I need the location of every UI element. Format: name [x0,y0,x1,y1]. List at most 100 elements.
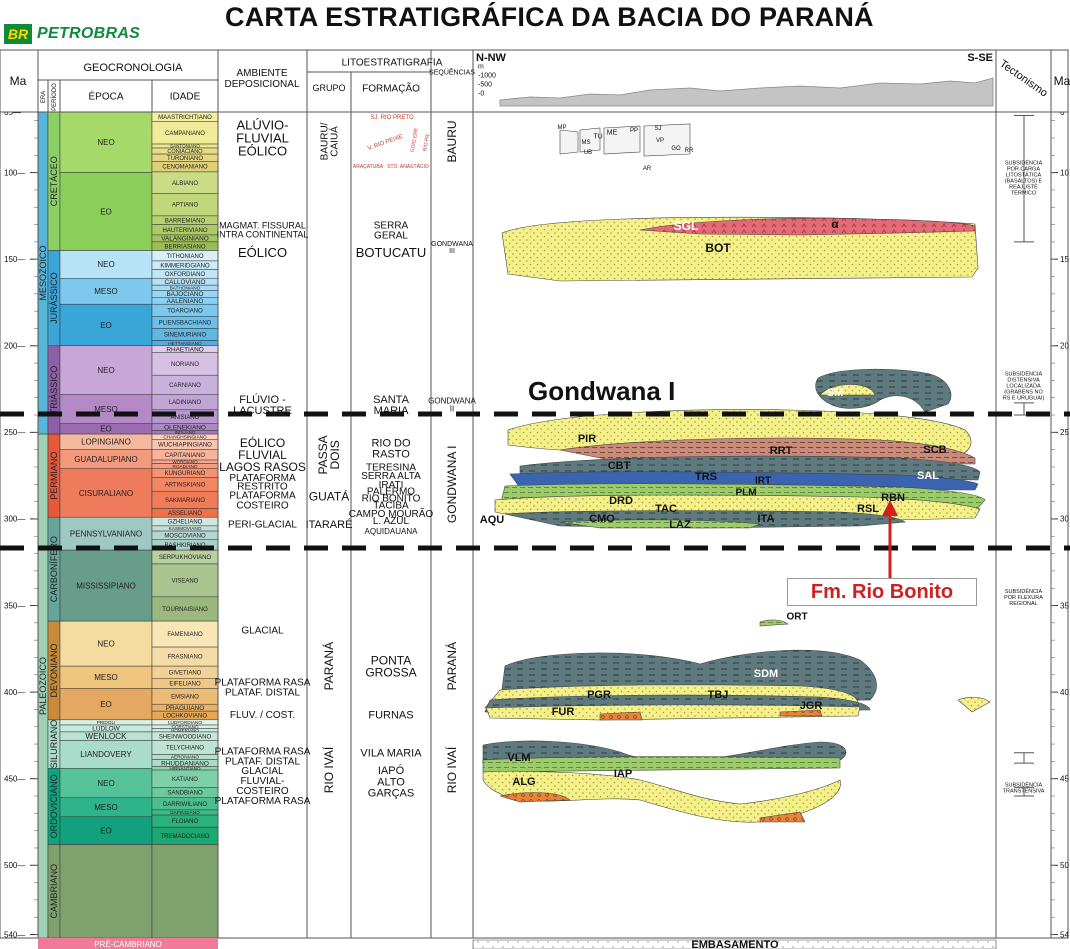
text-line: BAURU [445,120,459,162]
bauru-formation: RIO PR. [422,132,431,151]
text-line: II [450,404,454,413]
formacao-label: IAPÓ [378,764,405,777]
text-line: DEVONIANO [49,643,59,697]
age-band-label: FAMENIANO [167,632,203,638]
age-band-label: BASHKIRIANO [164,543,205,549]
bauru-block [643,123,691,157]
age-band-label: SHEINWOODIANO [159,734,212,740]
formacao-label: IRATI [379,480,404,491]
age-band-label: LUDFORDIANO [168,720,202,725]
text-line: HIRNANTIANO [169,766,201,771]
ma-right-tick: 15 [1060,255,1069,264]
formacao-label: AQUIDAUANA [365,527,419,536]
text-line: EÓLICO [240,435,285,450]
ma-right-tick: 25 [1060,428,1069,437]
period-band-label: JURÁSSICO [49,272,59,324]
grupo-label: PARANÁ [321,642,336,690]
isolated-body [957,696,991,713]
epoch-band [59,303,153,347]
text-line: LITOESTRATIGRAFIA [342,58,443,69]
text-line: 10 [1060,168,1069,177]
age-band-label: CAMPANIANO [165,131,205,137]
text-line: CAPITANIANO [165,453,206,459]
age-band-label: GORSTIANO [171,724,199,729]
text-line: RBN [881,492,905,504]
ma-right-tick: 40 [1060,688,1069,697]
epoch-band [59,172,153,251]
gondwana-boundaries [0,411,1070,578]
section-label-bot: BOT [705,241,731,255]
epoch-band-label: MESO [94,803,118,812]
elevation-tick: -0 [478,90,484,97]
section-label-jgr: JGR [800,700,823,712]
text-line: TACIBA [373,501,409,512]
text-line: EO [100,425,112,434]
text-line: RIO BONITO [362,494,421,505]
text-line: RASTO [372,448,410,460]
age-band-label: ARTINSKIANO [165,482,206,488]
text-line: HETTANGIANO [168,341,202,346]
period-band-label: SILURIANO [49,720,59,769]
text-line: 540— [4,930,25,939]
text-line: SAL [917,470,939,482]
age-band-label: EMSIANO [171,695,199,701]
sequencias-header: SEQÜÊNCIAS [429,67,475,76]
age-band-label: FRASNIANO [167,655,202,661]
text-line: EO [100,207,112,216]
section-label-drd: DRD [609,495,633,507]
text-line: CMO [589,513,615,525]
formacao-label: BOTUCATU [356,245,427,260]
text-line: DRD [609,495,633,507]
text-line: AALENIANO [167,298,204,305]
text-line: HAUTERIVIANO [162,228,207,234]
age-band-label: HIRNANTIANO [169,766,201,771]
bauru-formation: GOIO ERE [410,127,420,153]
period-band-label: CRETÁCEO [49,156,59,206]
text-line: NORIANO [171,362,199,368]
text-line: SANTONIANO [170,144,200,149]
text-line: MESO [94,405,118,414]
text-line: PGR [587,689,611,701]
formacao-label: VILA MARIA [360,748,422,760]
text-line: NEO [97,260,114,269]
text-line: LAZ [669,519,691,531]
formacao-label: TACIBA [373,501,409,512]
section-label-irt: IRT [755,476,771,487]
text-line: PALERMO [367,487,415,498]
text-line: LOPINGIANO [81,438,131,447]
text-line: ALÚVIO- [236,118,288,133]
grupo-label: BAURU/CAIUÁ [320,122,341,160]
text-line: 45 [1060,774,1069,783]
text-line: SILURIANO [49,720,59,769]
santa-maria-sand [819,384,876,396]
formacao-header: FORMAÇÃO [362,82,420,95]
text-line: MESOZOICO [38,246,48,301]
text-line: PERI-GLACIAL [228,520,297,531]
periodo-header: PERÍODO [51,83,58,111]
text-line: MESO [94,673,118,682]
text-line: RIO DO [371,437,411,449]
text-line: 200— [4,342,25,351]
section-label-ub: UB [584,150,592,156]
age-band-label: VALANGINIANO [161,236,209,243]
text-line: PARANÁ [444,642,459,690]
text-line: FORMAÇÃO [362,82,420,95]
text-line: PLATAFORMA [229,490,296,501]
text-line: RSL [857,503,879,515]
text-line: DEPOSICIONAL [224,79,299,90]
ambiente-label: PLATAFORMA [229,473,296,484]
ma-frame [0,111,39,939]
text-line: FRASNIANO [167,655,202,661]
text-line: SEQÜÊNCIAS [429,67,475,76]
ma-right-tick: 35 [1060,601,1069,610]
ma-header: Ma [10,74,27,88]
text-line: EIFELIANO [169,682,201,688]
ma-tick: 400— [4,688,25,697]
age-band-label: WORDIANO [172,459,198,464]
